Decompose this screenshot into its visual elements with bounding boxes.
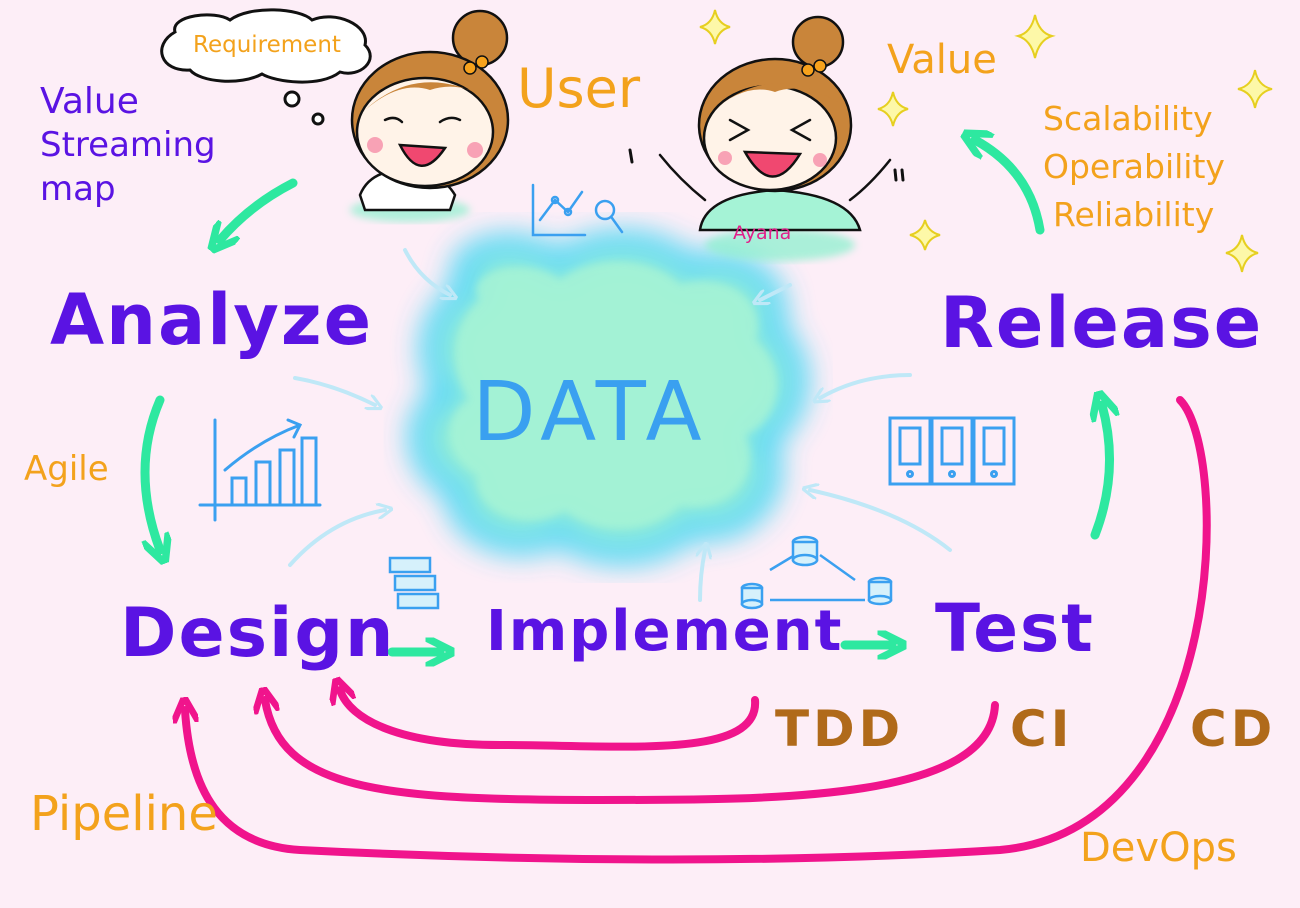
quality-scalability: Scalability <box>1043 99 1213 138</box>
sparkles <box>699 9 1273 273</box>
devops-label: DevOps <box>1080 825 1237 871</box>
user-character-happy <box>658 15 892 261</box>
server-racks-icon <box>888 416 1016 486</box>
data-inflow-arrows <box>288 248 952 602</box>
data-cloud <box>408 230 809 565</box>
ayana-label: Ayana <box>733 222 792 244</box>
value-streaming-map-line1: Value <box>40 81 139 122</box>
bar-chart-icon <box>198 418 322 522</box>
requirement-label: Requirement <box>193 32 341 58</box>
stage-implement: Implement <box>486 599 844 664</box>
loop-tdd <box>340 690 760 751</box>
flow-arrows <box>140 140 1110 652</box>
stage-design: Design <box>120 594 396 673</box>
document-stack-icon <box>388 556 440 610</box>
pipeline-label: Pipeline <box>30 786 218 842</box>
arrow-release-to-value <box>975 140 1045 235</box>
stage-analyze: Analyze <box>50 279 374 361</box>
agile-label: Agile <box>24 449 109 489</box>
quality-reliability: Reliability <box>1053 195 1215 234</box>
analytics-chart-icon <box>531 183 624 237</box>
user-label: User <box>517 57 641 120</box>
stage-release: Release <box>940 282 1264 364</box>
tdd-label: TDD <box>775 700 905 758</box>
loop-cd <box>185 396 1211 864</box>
value-streaming-map-line2: Streaming <box>40 125 216 165</box>
user-character-thinking <box>350 9 510 222</box>
thought-bubble <box>160 8 372 126</box>
arrow-test-to-release <box>1095 405 1110 540</box>
arrow-analyze-to-design <box>140 395 160 550</box>
cd-label: CD <box>1190 700 1277 758</box>
arrow-requirement-to-analyze <box>220 178 298 240</box>
quality-operability: Operability <box>1043 147 1225 186</box>
feedback-loops <box>185 396 1211 864</box>
data-label: DATA <box>472 365 707 460</box>
quote-marks <box>628 148 905 182</box>
value-streaming-map-line3: map <box>40 169 116 209</box>
ci-label: CI <box>1010 700 1074 758</box>
value-label-top: Value <box>887 37 997 83</box>
database-network-icon <box>740 535 893 610</box>
stage-test: Test <box>935 590 1095 667</box>
loop-ci <box>265 700 999 805</box>
